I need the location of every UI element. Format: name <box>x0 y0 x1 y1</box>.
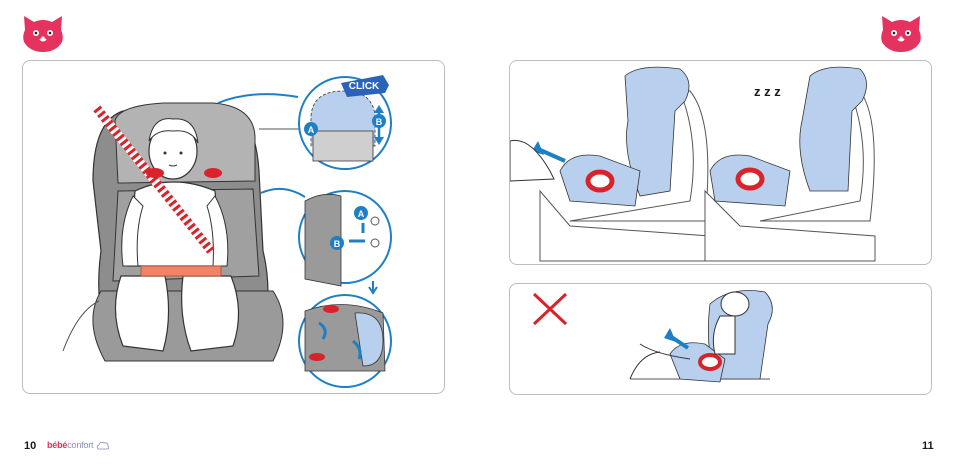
page-number-left: 10 <box>24 440 36 452</box>
child-seat-belt-illustration: CLICK A B A B <box>23 61 444 393</box>
detail-circle-buckle <box>299 281 391 387</box>
red-cross-icon <box>534 294 566 324</box>
forbidden-use-illustration <box>510 284 931 394</box>
marker-b-label: B <box>334 239 341 249</box>
brand-logo: bébéconfort <box>47 440 110 450</box>
right-top-illustration-panel <box>509 60 932 265</box>
cat-face-icon <box>18 10 68 54</box>
left-illustration-panel: CLICK A B A B <box>22 60 445 394</box>
seat-recline-illustration <box>510 61 931 264</box>
marker-a-label: A <box>358 209 365 219</box>
detail-circle-belt-guide: A B <box>299 191 391 286</box>
cloud-icon <box>96 441 110 450</box>
cat-face-icon <box>876 10 926 54</box>
page-number-right: 11 <box>922 440 934 452</box>
brand-name-a: bébé <box>47 440 67 450</box>
detail-circle-headrest: CLICK A B <box>299 75 391 169</box>
marker-a-label: A <box>308 125 315 135</box>
click-label: CLICK <box>349 81 380 92</box>
marker-b-label: B <box>376 117 383 127</box>
sleep-indicator: z z z <box>754 84 781 99</box>
right-bottom-illustration-panel <box>509 283 932 395</box>
brand-name-b: confort <box>67 440 93 450</box>
